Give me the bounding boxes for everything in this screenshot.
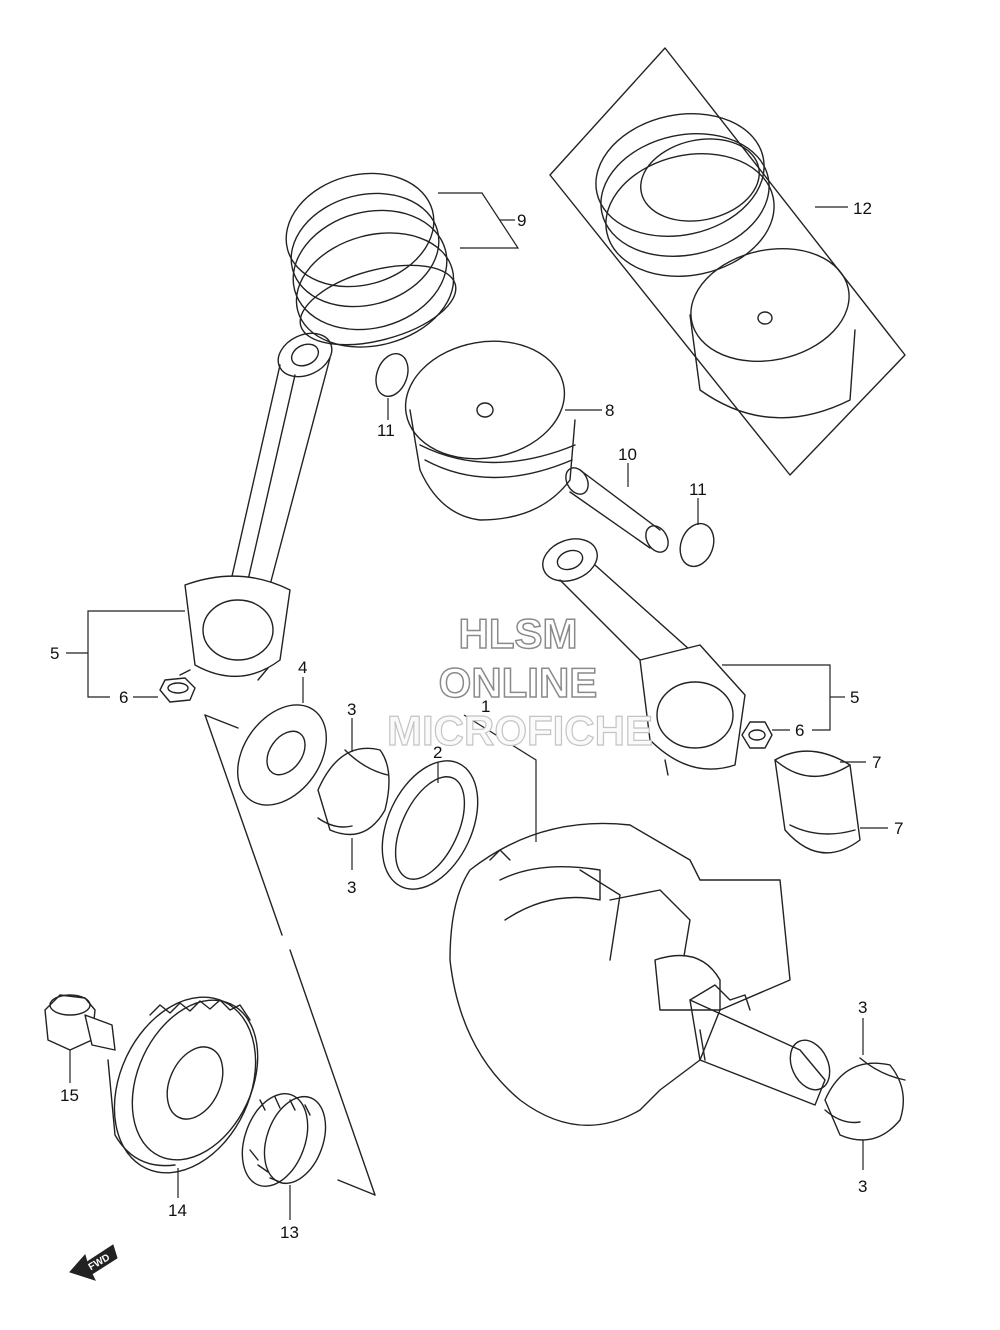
balancer-gear-group-outline (204, 714, 376, 1196)
gear-14 (107, 996, 259, 1174)
thrust-washer-4 (236, 704, 328, 806)
piston-rings-9 (285, 172, 457, 348)
forward-arrow-icon: FWD (69, 1244, 118, 1281)
callout-labels: 12 9 8 10 11 11 5 6 4 3 3 2 1 5 6 7 7 3 … (50, 199, 903, 1242)
circlip-11a (375, 352, 409, 398)
callout-11-right: 11 (689, 480, 707, 499)
callout-12: 12 (853, 199, 872, 218)
crankshaft-1 (449, 822, 831, 1126)
main-bearing-2 (381, 760, 479, 890)
rod-nut-left-6 (159, 677, 196, 703)
rod-bearing-7 (774, 750, 861, 854)
callout-3-upper-right: 3 (858, 998, 867, 1017)
callout-11-left: 11 (377, 421, 395, 440)
callout-3-lower-right: 3 (858, 1177, 867, 1196)
callout-15: 15 (60, 1086, 79, 1105)
callout-10: 10 (618, 445, 637, 464)
main-bearing-left-3 (317, 747, 390, 836)
callout-6-left: 6 (119, 688, 128, 707)
connecting-rod-right-5 (542, 538, 746, 776)
piston-pin-10 (565, 467, 669, 553)
callout-5-left: 5 (50, 644, 59, 663)
circlip-11b (679, 522, 715, 568)
piston-8 (404, 340, 576, 521)
connecting-rod-left-5 (179, 332, 333, 681)
watermark: HLSM ONLINE MICROFICHE (386, 609, 653, 754)
callout-13: 13 (280, 1223, 299, 1242)
callout-6-right: 6 (795, 721, 804, 740)
fwd-label: FWD (87, 1252, 112, 1273)
callout-1: 1 (481, 697, 490, 716)
watermark-line-2: ONLINE (439, 659, 598, 706)
callout-3-upper-left: 3 (347, 700, 356, 719)
main-bearing-right-3 (824, 1057, 906, 1141)
gear-13 (241, 1093, 327, 1187)
callout-9: 9 (517, 211, 526, 230)
leader-lines (66, 192, 888, 1220)
callout-5-right: 5 (850, 688, 859, 707)
callout-8: 8 (605, 401, 614, 420)
callout-2: 2 (433, 743, 442, 762)
bolt-15 (44, 994, 116, 1051)
rod-nut-right-6 (741, 721, 773, 749)
callout-7-upper: 7 (872, 753, 881, 772)
callout-4: 4 (298, 658, 307, 677)
callout-7-lower: 7 (894, 819, 903, 838)
watermark-line-3: MICROFICHE (387, 707, 653, 754)
piston-ring-set-12 (549, 47, 906, 476)
callout-14: 14 (168, 1201, 187, 1220)
callout-3-lower-left: 3 (347, 878, 356, 897)
watermark-line-1: HLSM (459, 610, 578, 657)
